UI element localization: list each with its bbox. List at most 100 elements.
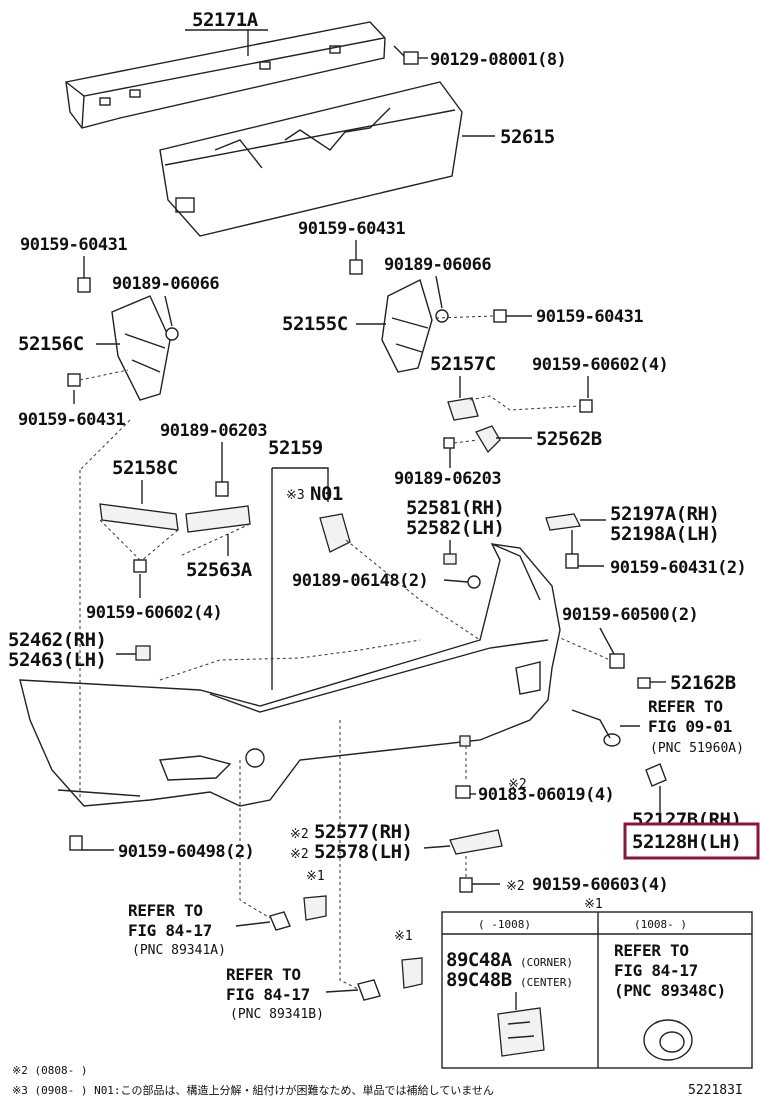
- retainer-part[interactable]: [449, 829, 503, 855]
- reference-line: FIG 84-17: [614, 961, 698, 980]
- reference-line: FIG 84-17: [226, 985, 310, 1004]
- part-number-label: 90159-60498(2): [118, 842, 254, 862]
- clip-icon: [443, 437, 455, 449]
- bolt-icon: [133, 559, 147, 573]
- pad-part[interactable]: [135, 645, 151, 661]
- sensor-part[interactable]: [643, 1019, 693, 1061]
- pad-part[interactable]: [443, 553, 457, 565]
- part-number-label: 90189-06066: [112, 274, 219, 294]
- highlight-box: [623, 822, 760, 860]
- footnote-mark: ※2: [506, 879, 525, 894]
- bolt-icon: [493, 309, 507, 323]
- retainer-part[interactable]: [185, 505, 251, 533]
- part-number-label: 90159-60602(4): [532, 355, 668, 375]
- footnote-text: ※3 (0908- ) N01:この部品は、構造上分解・組付けが困難なため、単品…: [12, 1083, 494, 1097]
- part-number-label: 90159-60431: [18, 410, 125, 430]
- part-number-label: 52155C: [282, 313, 348, 335]
- tow-hook-cover-part[interactable]: [645, 763, 667, 787]
- bolt-icon: [609, 653, 625, 669]
- footnote-mark: ※1: [584, 897, 603, 912]
- part-number-label: 52157C: [430, 353, 496, 375]
- footnote-mark: ※1: [306, 869, 325, 884]
- inset-note: (CORNER): [520, 956, 573, 969]
- bolt-icon: [393, 45, 419, 65]
- retainer-part[interactable]: [545, 513, 581, 531]
- part-number-label: 90159-60602(4): [86, 603, 222, 623]
- reference-line: (PNC 89341A): [132, 943, 226, 958]
- part-number-label: 52578(LH): [314, 841, 412, 863]
- part-number-label: 90189-06203: [160, 421, 267, 441]
- part-number-label: 90159-60431(2): [610, 558, 746, 578]
- part-number-label: 52198A(LH): [610, 523, 719, 545]
- reference-line: (PNC 89341B): [230, 1007, 324, 1022]
- figure-id: 522183I: [688, 1083, 743, 1098]
- part-number-label: 90159-60431: [298, 219, 405, 239]
- part-number-label-highlighted[interactable]: 52128H(LH): [632, 831, 742, 853]
- footnote-mark: ※2: [508, 777, 527, 792]
- bolt-icon: [69, 835, 83, 851]
- part-number-label: 89C48A: [446, 949, 513, 971]
- bracket-part[interactable]: [319, 513, 351, 553]
- retainer-part[interactable]: [475, 425, 501, 454]
- part-number-label: 52158C: [112, 457, 178, 479]
- part-number-label: 90129-08001(8): [430, 50, 566, 70]
- reference-line: REFER TO: [226, 965, 301, 984]
- sensor-retainer-part[interactable]: [497, 1007, 545, 1057]
- bolt-icon: [67, 373, 81, 387]
- part-number-label: 52562B: [536, 428, 602, 450]
- sensor-part[interactable]: [357, 979, 381, 1001]
- part-number-label: 52581(RH): [406, 497, 504, 519]
- part-number-label: 89C48B: [446, 969, 512, 991]
- part-number-label: 52463(LH): [8, 649, 106, 671]
- part-number-label: N01: [310, 483, 343, 505]
- reference-line: (PNC 51960A): [650, 741, 744, 756]
- inset-period-header: (1008- ): [634, 918, 687, 931]
- side-bracket-part[interactable]: [381, 279, 433, 373]
- side-bracket-part[interactable]: [111, 295, 171, 401]
- reference-line: (PNC 89348C): [614, 981, 726, 1000]
- bolt-icon: [77, 277, 91, 293]
- tow-hook-part: [571, 709, 611, 739]
- part-number-label: 52615: [500, 126, 555, 148]
- sensor-retainer-part[interactable]: [303, 895, 327, 921]
- clip-icon: [435, 309, 449, 323]
- footnote-mark: ※2: [290, 827, 309, 842]
- pad-part[interactable]: [459, 735, 471, 747]
- part-number-label: 52577(RH): [314, 821, 412, 843]
- clip-icon: [215, 481, 229, 497]
- part-number-label: 90159-60500(2): [562, 605, 698, 625]
- reference-line: FIG 09-01: [648, 717, 732, 736]
- sensor-part[interactable]: [269, 911, 291, 931]
- part-number-label: 90159-60603(4): [532, 875, 668, 895]
- bolt-icon: [565, 553, 579, 569]
- part-number-label: 52156C: [18, 333, 84, 355]
- cover-part[interactable]: [637, 677, 651, 689]
- retainer-part[interactable]: [447, 397, 479, 421]
- footnote-mark: ※2: [290, 847, 309, 862]
- bolt-icon: [579, 399, 593, 413]
- reference-line: REFER TO: [614, 941, 689, 960]
- reference-line: FIG 84-17: [128, 921, 212, 940]
- bumper-cover-part[interactable]: [19, 543, 561, 807]
- sensor-retainer-part[interactable]: [401, 957, 423, 989]
- clip-icon: [467, 575, 481, 589]
- reference-line: REFER TO: [648, 697, 723, 716]
- retainer-part[interactable]: [99, 503, 179, 531]
- clip-icon: [165, 327, 179, 341]
- reference-line: REFER TO: [128, 901, 203, 920]
- energy-absorber-part[interactable]: [159, 81, 463, 237]
- part-number-label: 52563A: [186, 559, 253, 581]
- inset-note: (CENTER): [520, 976, 573, 989]
- bolt-icon: [349, 259, 363, 275]
- footnote-mark: ※3: [286, 488, 305, 503]
- part-number-label: 52582(LH): [406, 517, 504, 539]
- part-number-label: 52159: [268, 437, 323, 459]
- clip-icon: [455, 785, 471, 799]
- part-number-label: 90183-06019(4): [478, 785, 614, 805]
- part-number-label: 90189-06148(2): [292, 571, 428, 591]
- bolt-icon: [459, 877, 473, 893]
- inset-period-header: ( -1008): [478, 918, 531, 931]
- variant-inset-box: [441, 911, 753, 1069]
- reinforcement-part[interactable]: [65, 21, 386, 129]
